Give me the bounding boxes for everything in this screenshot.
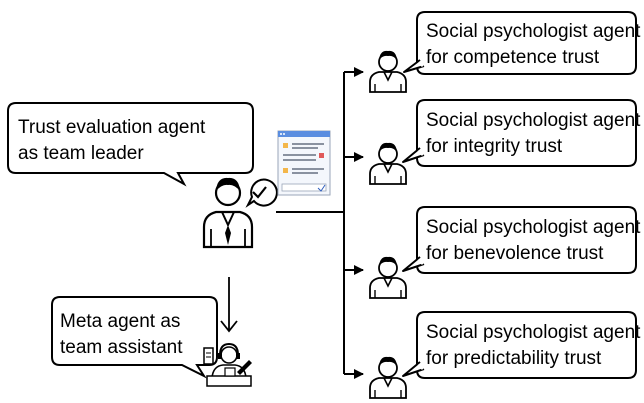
- agent-integrity-line1: Social psychologist agent: [426, 110, 641, 131]
- assistant-label-line2: team assistant: [60, 337, 183, 358]
- businessman-with-checkmark-icon: [202, 177, 278, 249]
- agent-benevolence-line1: Social psychologist agent: [426, 217, 641, 238]
- agent-integrity: Social psychologist agent for integrity …: [369, 99, 641, 185]
- agent-integrity-line2: for integrity trust: [426, 136, 563, 157]
- agent-predictability: Social psychologist agent for predictabi…: [369, 311, 641, 399]
- down-arrow: [220, 277, 238, 333]
- assistant-label-line1: Meta agent as: [60, 311, 180, 332]
- agent-competence: Social psychologist agent for competence…: [369, 11, 641, 93]
- person-icon: [369, 50, 407, 93]
- leader-label-line1: Trust evaluation agent: [18, 117, 206, 138]
- connector-lines: [276, 67, 364, 379]
- agent-competence-line2: for competence trust: [426, 47, 600, 68]
- document-form-icon: [277, 130, 331, 196]
- assistant-speech-bubble: Meta agent as team assistant: [51, 296, 218, 379]
- assistant-with-headset-icon: [203, 342, 252, 387]
- person-icon: [369, 356, 407, 399]
- agent-predictability-line2: for predictability trust: [426, 348, 602, 369]
- agent-benevolence: Social psychologist agent for benevolenc…: [369, 206, 641, 299]
- leader-speech-bubble: Trust evaluation agent as team leader: [7, 102, 254, 187]
- leader-label-line2: as team leader: [18, 143, 144, 164]
- person-icon: [369, 256, 407, 299]
- agent-competence-line1: Social psychologist agent: [426, 21, 641, 42]
- agent-benevolence-line2: for benevolence trust: [426, 243, 604, 264]
- person-icon: [369, 142, 407, 185]
- agent-predictability-line1: Social psychologist agent: [426, 322, 641, 343]
